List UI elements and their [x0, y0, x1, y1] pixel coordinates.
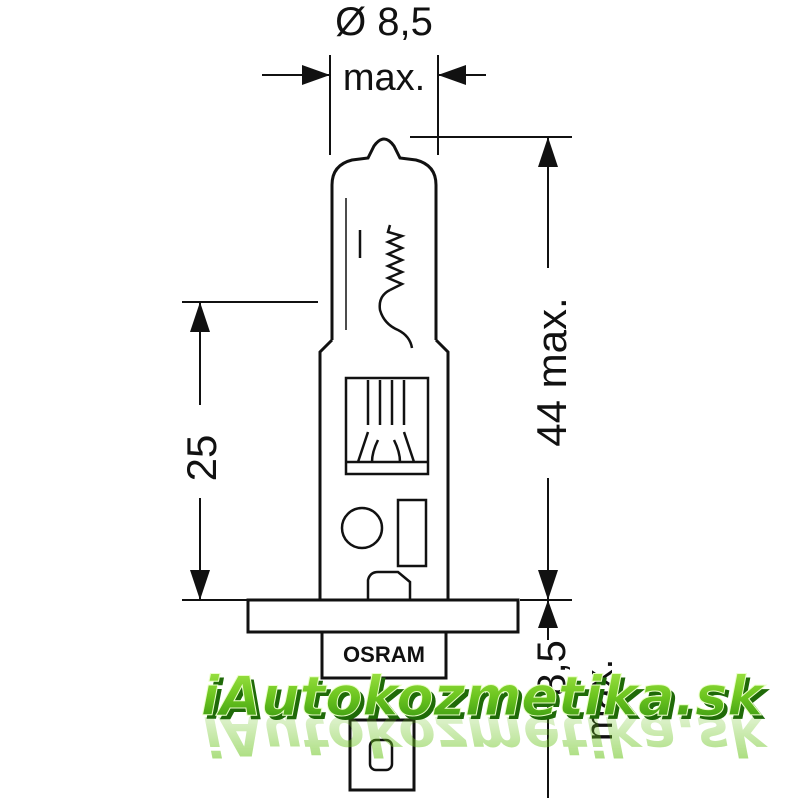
watermark-shadow: iAutokozmetika.sk [205, 669, 770, 732]
mounting-flange [246, 598, 520, 634]
base-slot [396, 498, 428, 568]
focal-label: 25 [178, 435, 225, 482]
diameter-label: Ø 8,5 [335, 0, 433, 44]
watermark: iAutokozmetika.sk iAutokozmetika.sk iAut… [200, 665, 770, 768]
filament-supports [344, 376, 430, 476]
watermark-reflection: iAutokozmetika.sk [203, 704, 768, 767]
lower-base [320, 630, 448, 680]
contact-pin [348, 718, 416, 792]
filament-coil [358, 224, 414, 349]
length-label: 44 max. [528, 297, 575, 446]
brand-label: OSRAM [343, 642, 425, 667]
bulb-body-outline [318, 338, 450, 600]
length-arrow-bottom [538, 570, 558, 600]
base-key [366, 570, 412, 600]
glass-capsule [330, 137, 438, 340]
focal-arrow-bottom [190, 570, 210, 600]
base-max-label: max. [579, 659, 621, 741]
base-label: 8,5 [530, 640, 574, 696]
diameter-arrow-right [438, 65, 466, 85]
diameter-arrow-left [302, 65, 330, 85]
base-arrow-top [538, 600, 558, 628]
base-circle [340, 506, 384, 550]
watermark-text: iAutokozmetika.sk [201, 665, 766, 728]
length-arrow-top [538, 137, 558, 167]
diameter-max-label: max. [343, 57, 425, 99]
contact-tip [368, 738, 394, 772]
support-frame [344, 376, 430, 476]
focal-arrow-top [190, 302, 210, 332]
